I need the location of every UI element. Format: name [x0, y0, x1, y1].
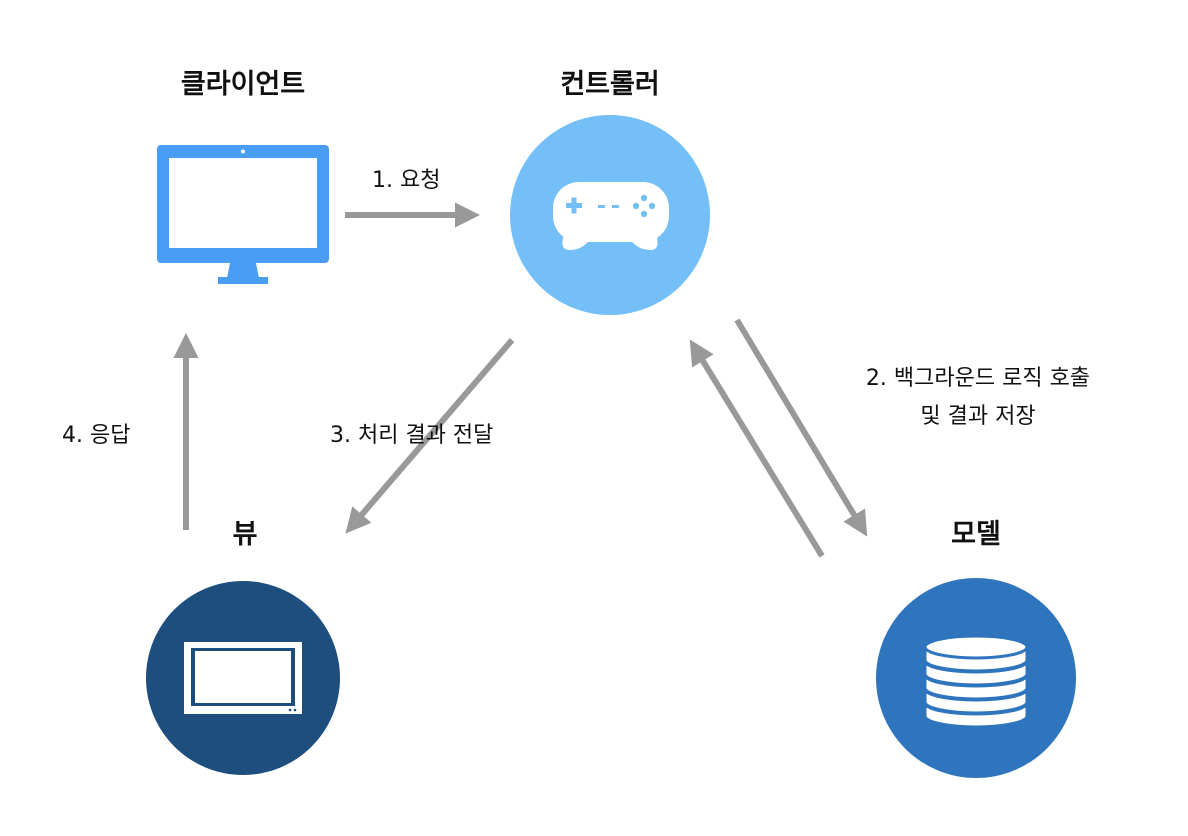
background-label: 2. 백그라운드 로직 호출 및 결과 저장 — [838, 360, 1118, 436]
deliver-label: 3. 처리 결과 전달 — [330, 423, 494, 448]
background-label-line1: 2. 백그라운드 로직 호출 — [865, 366, 1091, 391]
gamepad-icon — [553, 182, 669, 250]
request-label: 1. 요청 — [372, 168, 441, 193]
database-icon — [923, 634, 1029, 729]
display-icon — [184, 642, 302, 714]
model-return-arrow — [689, 339, 825, 558]
view-label: 뷰 — [232, 519, 258, 550]
model-call-arrow — [734, 318, 868, 537]
controller-label: 컨트롤러 — [560, 69, 660, 100]
monitor-icon — [157, 145, 329, 284]
background-label-line2: 및 결과 저장 — [920, 404, 1036, 429]
model-label: 모델 — [951, 519, 1001, 550]
response-label: 4. 응답 — [62, 423, 131, 448]
client-label: 클라이언트 — [180, 69, 306, 100]
deliver-arrow — [345, 338, 515, 534]
